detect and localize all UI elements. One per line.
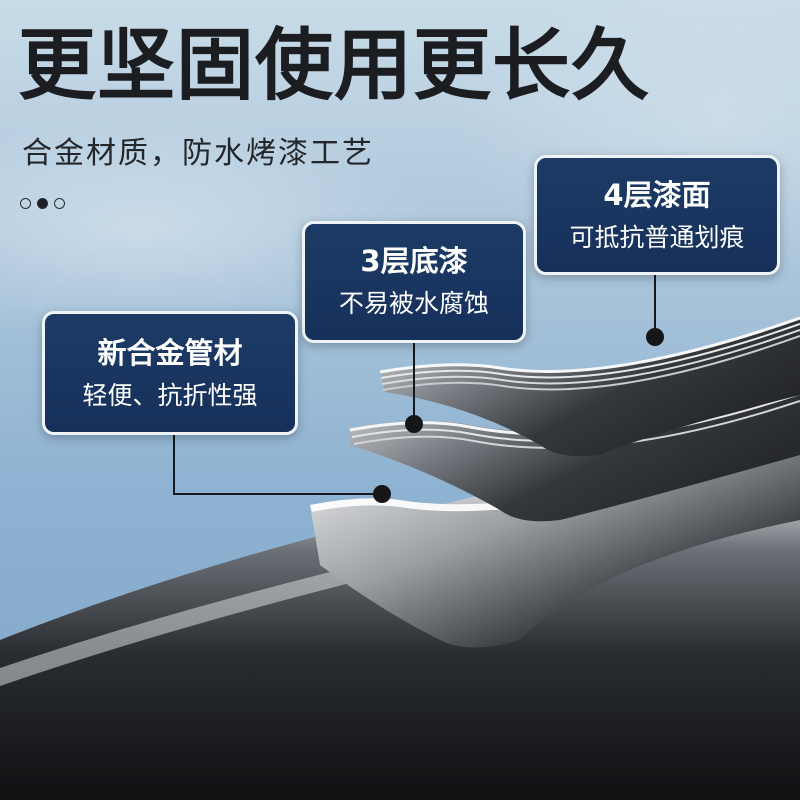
carousel-dot-3[interactable] [54, 198, 65, 209]
label-primer: 3层底漆 不易被水腐蚀 [302, 221, 526, 343]
headline: 更坚固使用更长久 [18, 21, 651, 111]
label-primer-title: 3层底漆 [360, 244, 468, 278]
pointer-dot-primer [405, 415, 423, 433]
subheadline: 合金材质，防水烤漆工艺 [22, 136, 374, 171]
label-tube-title: 新合金管材 [97, 336, 243, 370]
carousel-dot-2[interactable] [37, 198, 48, 209]
carousel-dot-1[interactable] [20, 198, 31, 209]
label-topcoat: 4层漆面 可抵抗普通划痕 [534, 155, 780, 275]
pointer-dot-topcoat [646, 328, 664, 346]
alloy-strip-layer [310, 445, 800, 648]
label-topcoat-title: 4层漆面 [603, 178, 711, 212]
label-primer-desc: 不易被水腐蚀 [338, 289, 489, 318]
label-topcoat-desc: 可抵抗普通划痕 [569, 223, 745, 252]
pointer-line-tube [173, 435, 380, 495]
label-tube-desc: 轻便、抗折性强 [82, 381, 258, 410]
pointer-dot-tube [373, 485, 391, 503]
carousel-indicator[interactable] [20, 198, 65, 209]
label-tube: 新合金管材 轻便、抗折性强 [42, 311, 298, 435]
